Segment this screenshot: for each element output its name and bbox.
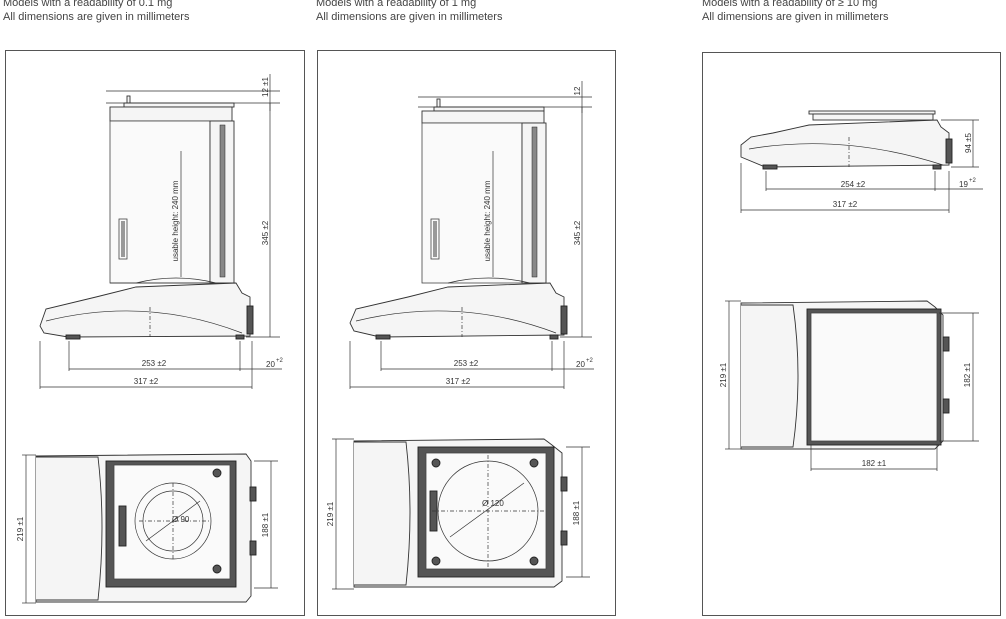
top-view: Ø 90 219 ±1 188 ±1: [16, 453, 278, 604]
technical-drawing: 94 ±5 254 ±2 19 +2 317 ±2 219 ±1 182 ±1 …: [719, 110, 983, 471]
height-label: 345 ±2: [261, 220, 270, 245]
total-depth-label: 317 ±2: [833, 200, 858, 209]
inner-width-label: 182 ±1: [963, 362, 972, 387]
side-dimensions: 12 ±1 345 ±2 usable height: 240 mm 253 ±…: [39, 74, 284, 389]
overhang-label: 20: [266, 360, 275, 369]
height-label: 94 ±5: [964, 132, 973, 153]
caption-title: Models with a readability of 0.1 mg: [3, 0, 173, 9]
caption-title: Models with a readability of 1 mg: [316, 0, 477, 9]
top-gap-label: 12 ±1: [261, 76, 270, 97]
technical-drawing: 12 345 ±2 usable height: 240 mm 253 ±2 3…: [326, 81, 594, 590]
overhang-label: 19: [959, 180, 968, 189]
side-view: [740, 110, 953, 170]
caption-1mg: Models with a readability of 1 mg All di…: [316, 0, 502, 24]
drawing-panel-0-1mg: 12 ±1 345 ±2 usable height: 240 mm 253 ±…: [5, 50, 305, 616]
usable-height-label: usable height: 240 mm: [171, 180, 180, 261]
usable-height-label: usable height: 240 mm: [483, 180, 492, 261]
caption-title: Models with a readability of ≥ 10 mg: [702, 0, 878, 9]
overhang-tolerance: +2: [586, 358, 594, 364]
inner-width-label: 188 ±1: [261, 512, 270, 537]
overhang-tolerance: +2: [276, 358, 284, 364]
caption-0-1mg: Models with a readability of 0.1 mg All …: [3, 0, 189, 24]
pan-width-label: 182 ±1: [862, 459, 887, 468]
side-dimensions: 12 345 ±2 usable height: 240 mm 253 ±2 3…: [349, 81, 594, 389]
side-view: [39, 95, 254, 340]
width-label: 219 ±1: [719, 362, 728, 387]
inner-width-label: 188 ±1: [572, 500, 581, 525]
total-depth-label: 317 ±2: [446, 377, 471, 386]
pan-diameter-label: Ø 90: [172, 515, 190, 524]
base-depth-label: 253 ±2: [454, 359, 479, 368]
top-view: Ø 120 219 ±1 188 ±1: [326, 438, 590, 590]
base-depth-label: 254 ±2: [841, 180, 866, 189]
caption-10mg: Models with a readability of ≥ 10 mg All…: [702, 0, 888, 24]
caption-units: All dimensions are given in millimeters: [702, 11, 889, 23]
total-depth-label: 317 ±2: [134, 377, 159, 386]
drawing-panel-1mg: 12 345 ±2 usable height: 240 mm 253 ±2 3…: [317, 50, 616, 616]
drawing-panel-10mg: 94 ±5 254 ±2 19 +2 317 ±2 219 ±1 182 ±1 …: [702, 52, 1001, 616]
side-dimensions: 94 ±5 254 ±2 19 +2 317 ±2: [740, 119, 983, 213]
width-label: 219 ±1: [16, 516, 25, 541]
height-label: 345 ±2: [573, 220, 582, 245]
caption-units: All dimensions are given in millimeters: [3, 11, 190, 23]
pan-diameter-label: Ø 120: [482, 499, 504, 508]
technical-drawing: 12 ±1 345 ±2 usable height: 240 mm 253 ±…: [16, 74, 284, 604]
caption-units: All dimensions are given in millimeters: [316, 11, 503, 23]
overhang-label: 20: [576, 360, 585, 369]
overhang-tolerance: +2: [969, 178, 977, 184]
top-view: 219 ±1 182 ±1 182 ±1: [719, 300, 979, 471]
width-label: 219 ±1: [326, 501, 335, 526]
base-depth-label: 253 ±2: [142, 359, 167, 368]
top-gap-label: 12: [573, 86, 582, 95]
side-view: [349, 98, 568, 340]
